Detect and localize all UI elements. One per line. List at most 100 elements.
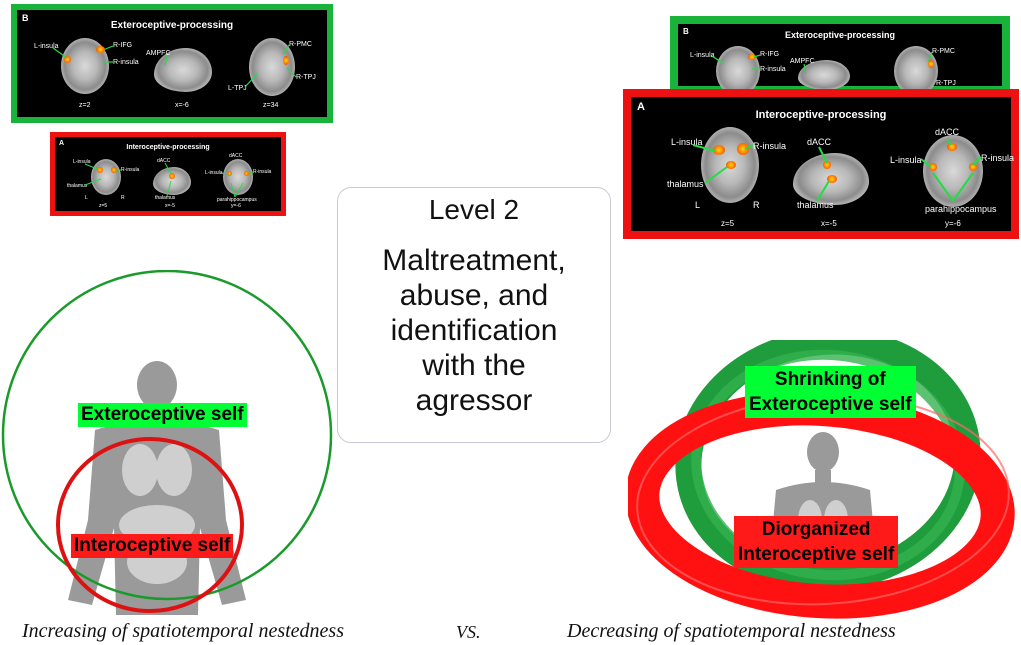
panel-title: Interoceptive-processing bbox=[126, 144, 210, 151]
coronal-brain-image bbox=[223, 159, 253, 195]
region-label: AMPFC bbox=[790, 58, 815, 65]
region-label: parahippocampus bbox=[217, 197, 257, 203]
panel-title: Exteroceptive-processing bbox=[110, 20, 234, 31]
slice-label: z=5 bbox=[721, 219, 735, 228]
label-line: Diorganized bbox=[761, 519, 871, 540]
region-label: L-insula bbox=[73, 159, 91, 165]
activation-spot bbox=[823, 161, 831, 169]
left-caption: Increasing of spatiotemporal nestedness bbox=[22, 620, 345, 642]
activation-spot bbox=[169, 173, 175, 179]
region-label: R-insula bbox=[253, 169, 272, 175]
region-label: R-IFG bbox=[760, 51, 780, 58]
region-label: dACC bbox=[157, 158, 171, 164]
activation-spot bbox=[283, 56, 289, 65]
activation-spot bbox=[64, 56, 71, 63]
pointer-lines bbox=[711, 51, 933, 75]
activation-spot bbox=[726, 161, 736, 169]
region-label: R-IFG bbox=[113, 42, 133, 49]
interoceptive-self-label: Interoceptive self bbox=[71, 534, 234, 558]
top-left-exteroceptive-panel: B Exteroceptive-processing L-insula R-IF… bbox=[11, 4, 333, 123]
center-line: identification bbox=[390, 314, 558, 347]
label-line: Interoceptive self bbox=[738, 544, 895, 565]
activation-spot bbox=[928, 60, 934, 68]
center-line: abuse, and bbox=[399, 279, 549, 312]
region-label: L-insula bbox=[34, 43, 59, 50]
pointer-lines bbox=[692, 138, 982, 202]
activation-spot bbox=[97, 167, 103, 173]
center-line: with the bbox=[422, 349, 526, 382]
region-label: R bbox=[753, 200, 760, 210]
shrinking-exteroceptive-label: Shrinking of Exteroceptive self bbox=[745, 366, 916, 418]
region-label: thalamus bbox=[155, 195, 176, 201]
slice-label: z=34 bbox=[263, 102, 279, 109]
top-right-interoceptive-panel: A Interoceptive-processing L-insula R-in… bbox=[623, 89, 1019, 239]
region-label: L-TPJ bbox=[228, 85, 247, 92]
exteroceptive-self-label: Exteroceptive self bbox=[78, 403, 247, 427]
slice-label: y=-6 bbox=[231, 203, 241, 209]
region-label: dACC bbox=[229, 153, 243, 159]
region-label: R-insula bbox=[753, 141, 787, 151]
top-left-interoceptive-panel: A Interoceptive-processing L-insula R-in… bbox=[50, 132, 286, 216]
activation-spot bbox=[96, 46, 105, 53]
slice-label: x=-6 bbox=[175, 102, 189, 109]
region-label: L-insula bbox=[671, 137, 703, 147]
region-label: L-insula bbox=[690, 52, 715, 59]
region-label: L bbox=[695, 200, 701, 210]
region-label: dACC bbox=[807, 137, 832, 147]
activation-spot bbox=[244, 171, 249, 176]
slice-label: z=2 bbox=[79, 102, 91, 109]
region-label: R-insula bbox=[113, 59, 139, 66]
center-line: Maltreatment, bbox=[382, 244, 566, 277]
panel-letter: A bbox=[59, 140, 65, 147]
activation-spot bbox=[947, 143, 957, 151]
label-line: Exteroceptive self bbox=[749, 394, 912, 415]
region-label: dACC bbox=[935, 127, 960, 137]
right-caption: Decreasing of spatiotemporal nestedness bbox=[567, 620, 896, 642]
axial-brain-image bbox=[91, 159, 121, 195]
panel-title: Exteroceptive-processing bbox=[784, 30, 896, 40]
region-label: R bbox=[121, 195, 125, 201]
center-text-box: Level 2 Maltreatment, abuse, and identif… bbox=[337, 187, 611, 443]
sagittal-brain-image bbox=[153, 167, 191, 195]
region-label: R-TPJ bbox=[296, 74, 316, 81]
top-right-exteroceptive-panel: B Exteroceptive-processing L-insula R-IF… bbox=[670, 16, 1010, 96]
pointer-lines bbox=[52, 44, 297, 88]
activation-spot bbox=[929, 163, 937, 171]
region-label: AMPFC bbox=[146, 50, 171, 57]
disorganized-interoceptive-label: Diorganized Interoceptive self bbox=[734, 516, 899, 568]
region-label: R-insula bbox=[981, 153, 1015, 163]
activation-spot bbox=[748, 54, 756, 60]
panel-letter: B bbox=[22, 13, 29, 23]
region-label: L-insula bbox=[890, 155, 922, 165]
region-label: R-insula bbox=[121, 167, 140, 173]
slice-label: y=-6 bbox=[945, 219, 961, 228]
region-label: R-PMC bbox=[289, 41, 312, 48]
vs-caption: VS. bbox=[456, 622, 481, 642]
activation-spot bbox=[227, 171, 232, 176]
interoceptive-circle bbox=[56, 437, 244, 613]
sagittal-brain-image bbox=[798, 60, 850, 90]
region-label: thalamus bbox=[667, 179, 704, 189]
slice-label: x=-5 bbox=[165, 203, 175, 209]
activation-spot bbox=[713, 145, 725, 155]
activation-spot bbox=[969, 163, 977, 171]
slice-label: x=-5 bbox=[821, 219, 837, 228]
region-label: L-insula bbox=[205, 170, 223, 176]
slice-label: z=5 bbox=[99, 203, 108, 209]
region-label: thalamus bbox=[67, 183, 88, 189]
panel-letter: A bbox=[637, 101, 645, 113]
panel-title: Interoceptive-processing bbox=[755, 109, 887, 121]
region-label: thalamus bbox=[797, 200, 834, 210]
level-heading: Level 2 bbox=[428, 194, 520, 225]
region-label: R-PMC bbox=[932, 48, 955, 55]
activation-spot bbox=[827, 175, 837, 183]
sagittal-brain-image bbox=[154, 48, 212, 92]
region-label: R-TPJ bbox=[936, 80, 956, 87]
pointer-lines bbox=[84, 162, 254, 198]
activation-spot bbox=[111, 167, 117, 173]
region-label: L bbox=[85, 195, 88, 201]
region-label: parahippocampus bbox=[925, 204, 997, 214]
left-nested-self-diagram bbox=[1, 270, 333, 615]
region-label: R-insula bbox=[760, 66, 786, 73]
panel-letter: B bbox=[683, 27, 689, 36]
